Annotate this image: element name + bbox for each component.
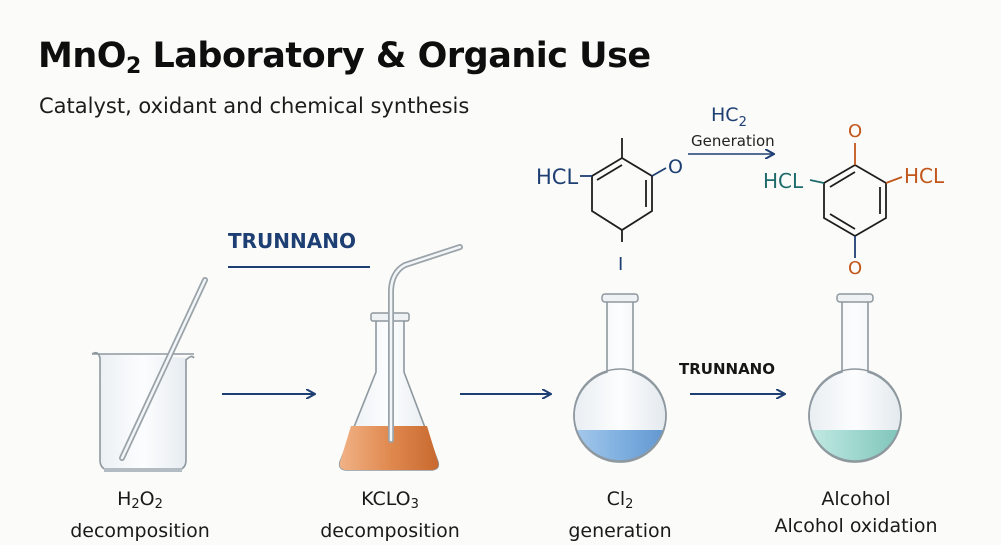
step-caption-kclo3: KCLO3 decomposition	[320, 488, 460, 542]
round-flask-teal-icon	[808, 293, 902, 463]
step-caption-cl2: Cl2 generation	[568, 488, 672, 542]
right-molecule-sub-bottom: O	[848, 258, 863, 279]
round-flask-blue-icon	[573, 293, 667, 463]
erlenmeyer-flask-icon	[338, 244, 463, 471]
right-molecule	[809, 143, 903, 258]
page-subtitle: Catalyst, oxidant and chemical synthesis	[39, 94, 470, 118]
right-molecule-sub-left: HCL	[763, 169, 804, 193]
left-molecule	[580, 138, 667, 242]
step-caption-h2o2: H2O2 decomposition	[70, 488, 210, 542]
left-molecule-sub-right: O	[668, 156, 683, 178]
brand-label: TRUNNANO	[228, 229, 356, 253]
right-molecule-sub-top: O	[848, 121, 863, 142]
reaction-arrow-label: Generation	[691, 132, 775, 150]
reaction-reagent: HC2	[711, 104, 747, 130]
step-caption-alcohol: Alcohol Alcohol oxidation	[774, 488, 938, 537]
left-molecule-sub-left: HCL	[536, 165, 579, 189]
beaker-empty-icon	[91, 277, 208, 472]
brand-label-secondary: TRUNNANO	[679, 360, 775, 378]
brand-underline	[228, 266, 370, 268]
right-molecule-sub-right: HCL	[904, 164, 945, 188]
page-title: MnO2 Laboratory & Organic Use	[38, 36, 651, 79]
left-molecule-sub-bottom: I	[618, 254, 624, 275]
